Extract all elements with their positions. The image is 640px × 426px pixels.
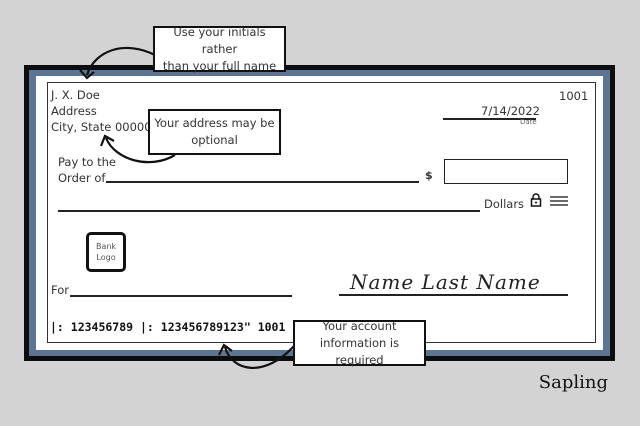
lock-icon: [530, 193, 542, 207]
date-label: Date: [520, 118, 537, 126]
order-of-label: Order of: [58, 171, 106, 185]
pay-to-label: Pay to the: [58, 155, 116, 169]
menu-lines-icon: [550, 196, 568, 206]
payer-name: J. X. Doe: [51, 88, 100, 102]
callout-account: Your account information is required: [293, 318, 426, 367]
payee-line[interactable]: [106, 181, 419, 183]
brand-logo: Sapling: [538, 372, 608, 393]
callout-account-line2: information is required: [319, 335, 400, 367]
callout-address-line2: optional: [191, 133, 238, 147]
memo-line[interactable]: [70, 295, 292, 297]
micr-line: |: 123456789 |: 123456789123" 1001: [50, 320, 286, 334]
callout-account-line1: Your account: [322, 318, 397, 333]
payer-address: Address: [51, 104, 97, 118]
written-amount-line[interactable]: [58, 210, 480, 212]
callout-initials: Use your initials rather than your full …: [153, 24, 286, 73]
check-number: 1001: [559, 89, 589, 103]
bank-logo-line2: Logo: [96, 253, 116, 262]
signature-line[interactable]: [339, 294, 568, 296]
dollars-label: Dollars: [484, 197, 525, 211]
memo-label: For: [51, 283, 69, 297]
bank-logo-line1: Bank: [95, 242, 117, 251]
callout-initials-line1: Use your initials rather: [173, 24, 266, 56]
date-value: 7/14/2022: [481, 104, 540, 118]
payer-city-state: City, State 00000: [51, 120, 152, 134]
dollar-sign: $: [425, 169, 433, 182]
date-line: [443, 118, 536, 120]
amount-box[interactable]: [444, 159, 568, 184]
check-frame: [24, 65, 615, 361]
bank-logo: Bank Logo: [86, 232, 126, 272]
callout-address-line1: Your address may be: [154, 116, 275, 130]
signature: Name Last Name: [350, 270, 541, 294]
callout-address: Your address may be optional: [148, 109, 281, 155]
callout-initials-line2: than your full name: [162, 58, 277, 73]
